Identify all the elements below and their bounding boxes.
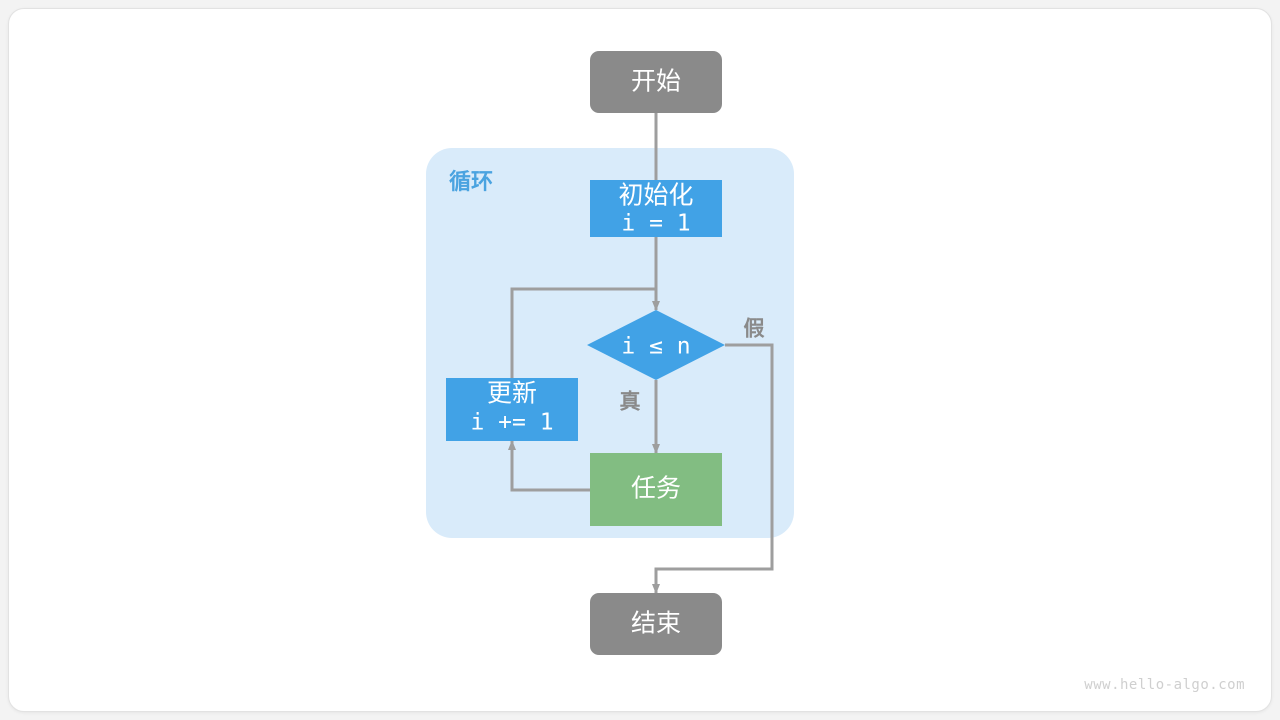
edge-label-false: 假 [744, 318, 765, 341]
site-watermark: www.hello-algo.com [1084, 677, 1245, 693]
node-start-shape [590, 51, 722, 113]
flowchart-svg: 循环 真 假 [426, 51, 794, 655]
edge-label-true: 真 [620, 390, 641, 414]
node-task-shape [590, 453, 722, 526]
node-end-label: 结束 [631, 610, 681, 638]
node-start-label: 开始 [631, 68, 681, 96]
edge-task-to-update [508, 440, 590, 492]
node-start[interactable]: 开始 [590, 51, 722, 113]
node-update-label: 更新 [487, 380, 537, 408]
node-init-shape [590, 180, 722, 237]
node-task[interactable]: 任务 [590, 453, 722, 526]
node-end-shape [590, 593, 722, 655]
node-init-code: i = 1 [621, 211, 690, 237]
diagram-canvas: 循环 真 假 [9, 9, 1271, 711]
node-condition-code: i ≤ n [621, 334, 690, 360]
loop-group-label: 循环 [449, 169, 493, 194]
node-update[interactable]: 更新 i += 1 [446, 378, 578, 441]
node-end[interactable]: 结束 [590, 593, 722, 655]
node-update-shape [446, 378, 578, 441]
edge-update-to-condition [510, 287, 656, 378]
edge-condition-false-to-end [652, 343, 774, 594]
diagram-card: 循环 真 假 [8, 8, 1272, 712]
node-condition-shape [587, 310, 725, 380]
node-update-code: i += 1 [470, 410, 553, 436]
node-init-label: 初始化 [618, 182, 693, 210]
node-init[interactable]: 初始化 i = 1 [590, 180, 722, 237]
node-condition[interactable]: i ≤ n [587, 310, 725, 380]
node-task-label: 任务 [631, 475, 681, 503]
